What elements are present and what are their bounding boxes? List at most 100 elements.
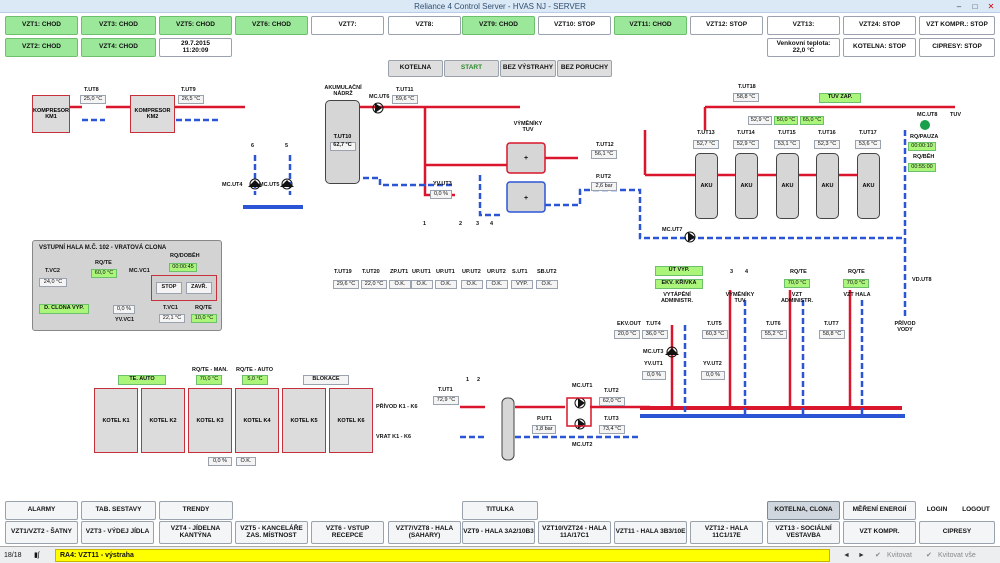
statusbar: 18/18 ▮ʃ RA4: VZT11 - výstraha ◄ ► ✔ Kvi… — [0, 546, 1000, 563]
ekv-out-value: 20,0 °C — [614, 330, 640, 339]
acknowledge-button[interactable]: Kvitovat — [887, 552, 912, 559]
rq-dobeh-label: RQ/DOBĚH — [170, 253, 200, 259]
nav-vzt-page-11[interactable]: VZT13 - SOCIÁLNÍ VESTAVBA — [767, 521, 840, 544]
t-ut5-label: T.UT5 — [707, 321, 722, 327]
close-button[interactable]: ✕ — [987, 2, 995, 11]
mode-tab-kotelna[interactable]: KOTELNA — [388, 60, 443, 77]
acknowledge-all-button[interactable]: Kvitovat vše — [938, 552, 976, 559]
te-auto-button[interactable]: TE. AUTO — [118, 375, 166, 385]
nav-vzt-page-10[interactable]: VZT12 - HALA 11C1/17E — [690, 521, 763, 544]
summary-4-value: O.K. — [411, 280, 433, 289]
alarm-message[interactable]: RA4: VZT11 - výstraha — [55, 549, 830, 562]
mode-tab-bez-poruchy[interactable]: BEZ PORUCHY — [557, 60, 612, 77]
nav-vzt-page-4[interactable]: VZT5 - KANCELÁŘE ZAS. MÍSTNOST — [235, 521, 308, 544]
nav-vzt-page-3[interactable]: VZT4 - JÍDELNA KANTÝNA — [159, 521, 232, 544]
next-alarm-button[interactable]: ► — [858, 552, 865, 559]
nav-vzt-page-12[interactable]: VZT KOMPR. — [843, 521, 916, 544]
t-ut6-value: 55,2 °C — [761, 330, 787, 339]
rq-te-man-value[interactable]: 70,0 °C — [196, 375, 222, 385]
nav-vzt-page-2[interactable]: VZT3 - VÝDEJ JÍDLA — [81, 521, 154, 544]
curtain-rq-te2-value[interactable]: 10,0 °C — [191, 314, 217, 323]
nav-vzt-page-1[interactable]: VZT1/VZT2 - ŠATNY — [5, 521, 78, 544]
vzt-status-6[interactable]: VZT8: — [388, 16, 461, 35]
yv-ut1-label: YV.UT1 — [644, 361, 663, 367]
vzt-status-2[interactable]: VZT3: CHOD — [81, 16, 156, 35]
curtain-rq-te-value[interactable]: 60,0 °C — [91, 269, 117, 278]
acknowledge-icon[interactable]: ✔ — [875, 552, 881, 559]
ekv-curve-button[interactable]: EKV. KŘIVKA — [655, 279, 703, 289]
nav-logout[interactable]: LOGOUT — [957, 501, 995, 520]
vzt2-status[interactable]: VZT2: CHOD — [5, 38, 78, 57]
maximize-button[interactable]: □ — [972, 2, 978, 11]
nav-vzt-page-13[interactable]: CIPRESY — [919, 521, 995, 544]
nav-kotelna-clona[interactable]: KOTELNA, CLONA — [767, 501, 840, 520]
nav-trendy[interactable]: TRENDY — [159, 501, 233, 520]
nav-m-en-energi-[interactable]: MĚŘENÍ ENERGIÍ — [843, 501, 916, 520]
vzt-status-11[interactable]: VZT13: — [767, 16, 840, 35]
vzt4-status[interactable]: VZT4: CHOD — [81, 38, 156, 57]
boiler-k4[interactable]: KOTEL K4 — [235, 388, 279, 453]
cipresy-status[interactable]: CIPRESY: STOP — [919, 38, 995, 57]
blokace-button[interactable]: BLOKACE — [303, 375, 349, 385]
vzt-admin-rq-value[interactable]: 70,0 °C — [784, 279, 810, 288]
nav-login[interactable]: LOGIN — [919, 501, 955, 520]
mode-tab-start[interactable]: START — [444, 60, 499, 77]
tuv-on-button[interactable]: TUV ZAP. — [819, 93, 861, 103]
tuv-setpoint-max[interactable]: 65,0 °C — [800, 116, 824, 125]
heat-exchangers — [506, 142, 546, 213]
boiler-k1[interactable]: KOTEL K1 — [94, 388, 138, 453]
vzt-status-9[interactable]: VZT11: CHOD — [614, 16, 687, 35]
accumulation-tank[interactable]: T.UT10 62,7 °C — [325, 100, 360, 184]
vzt-status-3[interactable]: VZT5: CHOD — [159, 16, 232, 35]
boiler-k2[interactable]: KOTEL K2 — [141, 388, 185, 453]
acknowledge-all-icon[interactable]: ✔ — [926, 552, 932, 559]
nav-vzt-page-7[interactable]: VZT9 - HALA 3A2/10B3 — [462, 521, 535, 544]
aku-tank-3[interactable]: AKU — [776, 153, 799, 219]
vzt-status-13[interactable]: VZT KOMPR.: STOP — [919, 16, 995, 35]
aku-tank-2[interactable]: AKU — [735, 153, 758, 219]
alarm-list-icon[interactable]: ▮ʃ — [34, 552, 40, 559]
vzt-status-12[interactable]: VZT24: STOP — [843, 16, 916, 35]
nav-alarmy[interactable]: ALARMY — [5, 501, 78, 520]
kotelna-status[interactable]: KOTELNA: STOP — [843, 38, 916, 57]
curtain-stop-button[interactable]: STOP — [156, 282, 182, 294]
compressor-km2[interactable]: KOMPRESOR KM2 — [130, 95, 175, 133]
nav-vzt-page-5[interactable]: VZT6 - VSTUP RECEPCE — [311, 521, 384, 544]
outdoor-temp-value: 22,0 °C — [792, 46, 815, 54]
nav-titulka[interactable]: TITULKA — [462, 501, 538, 520]
boiler-k6[interactable]: KOTEL K6 — [329, 388, 373, 453]
minimize-button[interactable]: – — [956, 2, 962, 11]
compressor-km1[interactable]: KOMPRESOR KM1 — [32, 95, 70, 133]
door-curtain-off-button[interactable]: D. CLONA VYP. — [39, 304, 89, 314]
tuv-setpoint-min[interactable]: 50,0 °C — [774, 116, 798, 125]
vzt-status-4[interactable]: VZT6: CHOD — [235, 16, 308, 35]
yv-ut3-label: YV.UT3 — [433, 181, 452, 187]
aku-tank-5[interactable]: AKU — [857, 153, 880, 219]
mode-tab-bez-vystrahy[interactable]: BEZ VÝSTRAHY — [500, 60, 556, 77]
rq-dobeh-value[interactable]: 00:00:45 — [169, 263, 197, 272]
curtain-close-button[interactable]: ZAVŘ. — [186, 282, 212, 294]
nav-tab-sestavy[interactable]: TAB. SESTAVY — [81, 501, 156, 520]
ut-off-button[interactable]: ÚT VYP. — [655, 266, 703, 276]
vzt-status-7[interactable]: VZT9: CHOD — [462, 16, 535, 35]
nav-vzt-page-8[interactable]: VZT10/VZT24 - HALA 11A/17C1 — [538, 521, 611, 544]
aku-tank-1[interactable]: AKU — [695, 153, 718, 219]
t-ut10-label: T.UT10 — [333, 133, 352, 140]
boiler-k3[interactable]: KOTEL K3 — [188, 388, 232, 453]
vzt-status-1[interactable]: VZT1: CHOD — [5, 16, 78, 35]
summary-9-value: O.K. — [536, 280, 558, 289]
aku-tank-4[interactable]: AKU — [816, 153, 839, 219]
rq-pauza-value[interactable]: 00:00:10 — [908, 142, 936, 151]
vzt-status-10[interactable]: VZT12: STOP — [690, 16, 763, 35]
vzt-status-5[interactable]: VZT7: — [311, 16, 384, 35]
nav-vzt-page-9[interactable]: VZT11 - HALA 3B3/10E — [614, 521, 687, 544]
boiler-k5[interactable]: KOTEL K5 — [282, 388, 326, 453]
curtain-unit: STOP ZAVŘ. — [151, 275, 217, 301]
nav-vzt-page-6[interactable]: VZT7/VZT8 - HALA (SAHARY) — [388, 521, 461, 544]
prev-alarm-button[interactable]: ◄ — [843, 552, 850, 559]
rq-beh-value[interactable]: 00:55:00 — [908, 163, 936, 172]
vzt-status-8[interactable]: VZT10: STOP — [538, 16, 611, 35]
vzt-hala-rq-value[interactable]: 70,0 °C — [843, 279, 869, 288]
p-ut1-label: P.UT1 — [537, 416, 552, 422]
rq-te-auto-value[interactable]: 5,0 °C — [242, 375, 268, 385]
